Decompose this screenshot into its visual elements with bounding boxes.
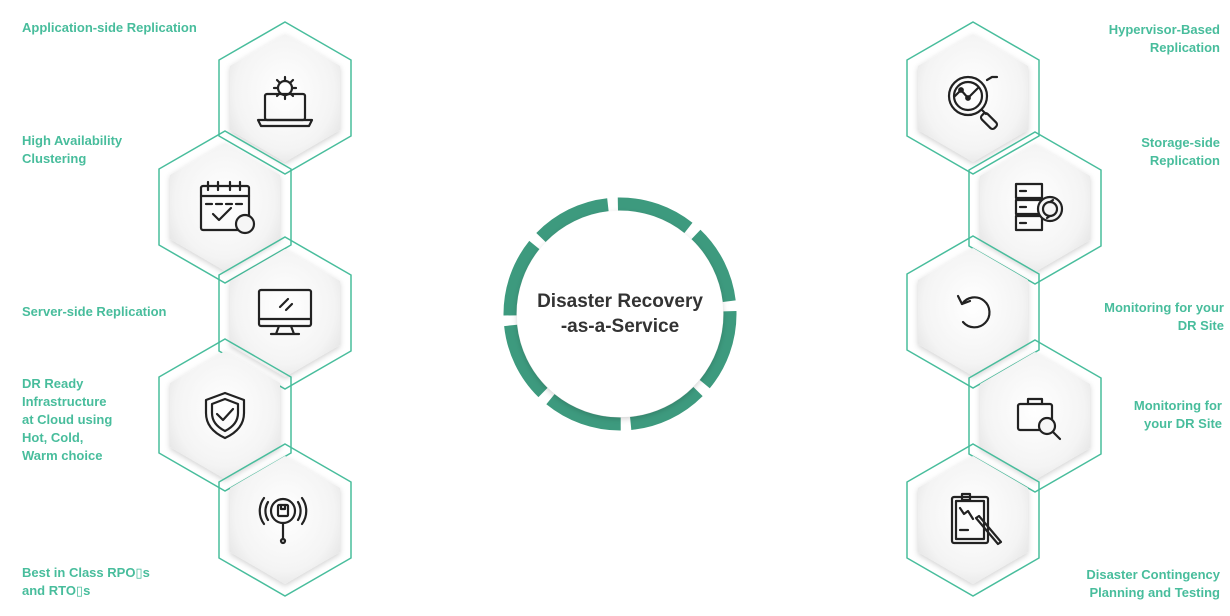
label-dr-ready: DR Ready Infrastructure at Cloud using H… bbox=[22, 376, 113, 463]
label-monitoring-2: Monitoring for your DR Site bbox=[1133, 398, 1222, 431]
label-storage: Storage-side Replication bbox=[1141, 135, 1220, 168]
hex-high-availability bbox=[158, 130, 292, 284]
label-monitoring-1: Monitoring for your DR Site bbox=[1104, 300, 1224, 333]
monitor-icon bbox=[257, 288, 313, 336]
laptop-gear-icon bbox=[256, 75, 314, 128]
calendar-check-icon bbox=[199, 180, 256, 235]
center-title: Disaster Recovery -as-a-Service bbox=[537, 291, 703, 337]
clipboard-pen-icon bbox=[950, 492, 1003, 546]
hex-monitoring-1 bbox=[906, 235, 1040, 389]
hex-server-replication bbox=[218, 236, 352, 390]
hex-best-rpo bbox=[218, 443, 352, 597]
label-best-rpo: Best in Class RPO▯s and RTO▯s bbox=[22, 565, 150, 598]
label-contingency: Disaster Contingency Planning and Testin… bbox=[1086, 567, 1220, 600]
magnifier-target-icon bbox=[258, 496, 308, 545]
shield-check-icon bbox=[204, 391, 246, 440]
hex-storage bbox=[968, 131, 1102, 285]
hex-application-replication bbox=[218, 21, 352, 175]
label-server-replication: Server-side Replication bbox=[22, 304, 167, 319]
center-circle bbox=[503, 197, 737, 431]
label-hypervisor: Hypervisor-Based Replication bbox=[1108, 22, 1220, 55]
hex-hypervisor bbox=[906, 21, 1040, 175]
label-high-availability: High Availability Clustering bbox=[22, 133, 123, 166]
hex-contingency bbox=[906, 443, 1040, 597]
briefcase-search-icon bbox=[1016, 397, 1062, 441]
search-analytics-icon bbox=[947, 75, 999, 131]
hex-monitoring-2 bbox=[968, 339, 1102, 493]
server-refresh-icon bbox=[1014, 182, 1064, 232]
undo-icon bbox=[956, 294, 991, 329]
hex-dr-ready bbox=[158, 338, 292, 492]
label-application-replication: Application-side Replication bbox=[22, 20, 197, 35]
